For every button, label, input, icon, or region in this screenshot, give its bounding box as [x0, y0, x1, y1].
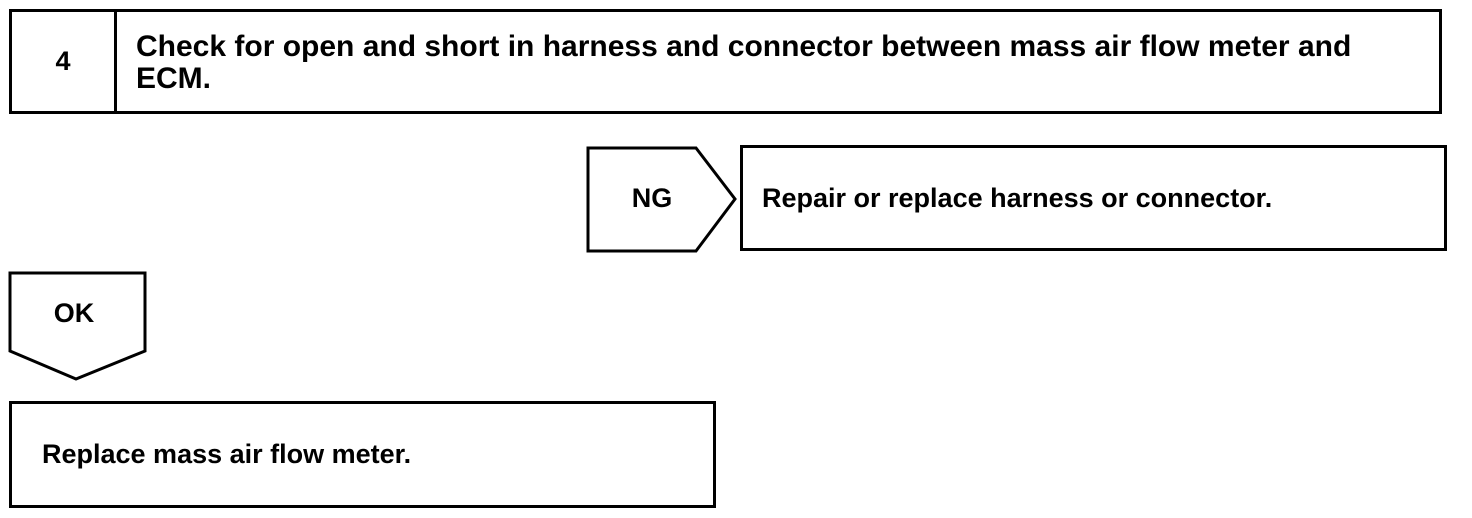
ok-action-text: Replace mass air flow meter. [42, 439, 412, 469]
ok-arrow-shape [8, 271, 147, 381]
step-number: 4 [12, 12, 117, 111]
step-title: Check for open and short in harness and … [136, 30, 1352, 95]
ng-arrow-shape [586, 146, 737, 253]
ng-label: NG [631, 183, 673, 213]
step-box: 4 Check for open and short in harness an… [9, 9, 1442, 114]
ng-action-text: Repair or replace harness or connector. [762, 182, 1273, 213]
ng-action-box: Repair or replace harness or connector. [740, 145, 1447, 251]
ok-action-box: Replace mass air flow meter. [9, 401, 716, 508]
ok-label: OK [53, 298, 95, 328]
